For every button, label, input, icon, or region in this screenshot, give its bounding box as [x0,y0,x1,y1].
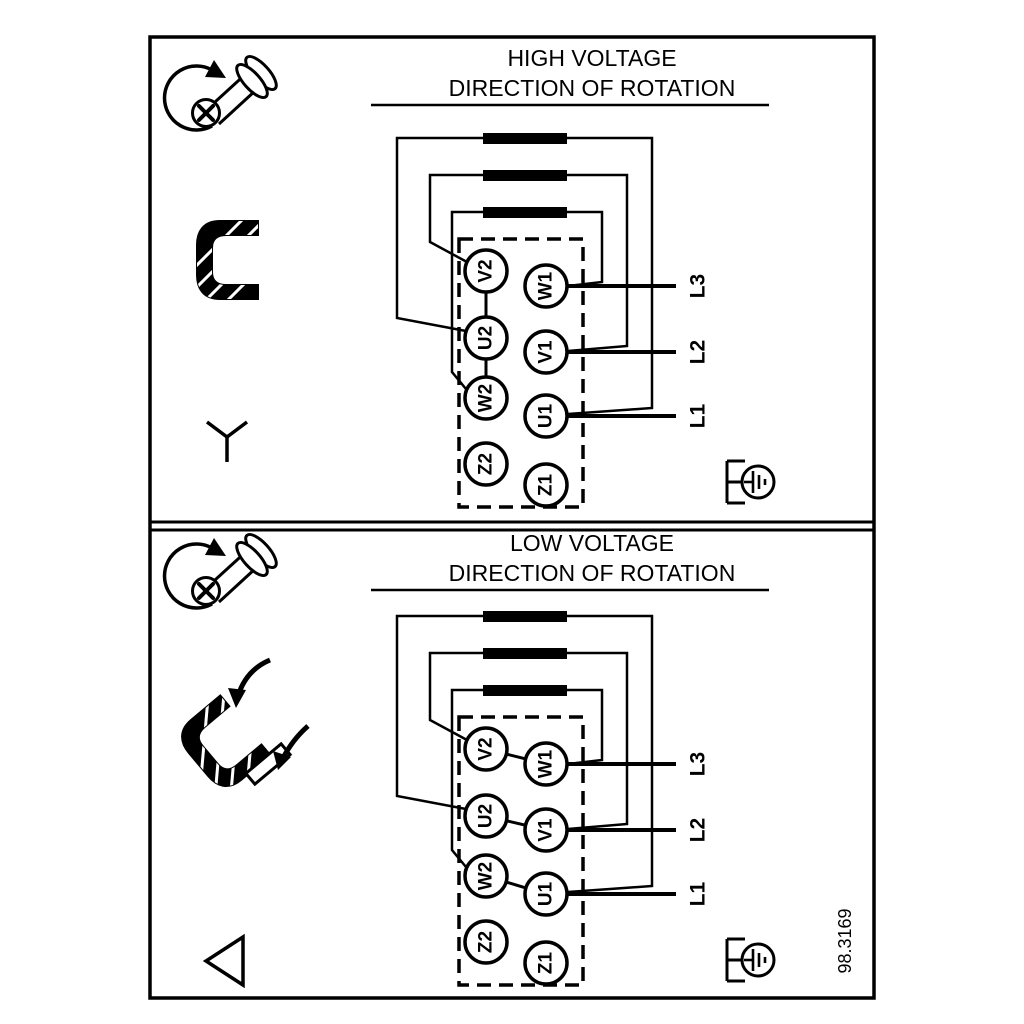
terminal-label: U2 [476,326,497,350]
supply-line-label: L2 [687,818,710,843]
supply-line-label: L3 [687,752,710,777]
panel-low-voltage: LOW VOLTAGE DIRECTION OF ROTATION V2 U2 … [132,528,855,989]
star-connection-icon [205,420,249,462]
delta-connection-icon [202,933,245,989]
terminal-label: U1 [536,403,557,428]
terminal-label: Z2 [476,453,497,475]
terminal-label: W1 [536,271,557,300]
supply-line-label: L2 [687,340,710,365]
panel-title: LOW VOLTAGE [510,530,674,556]
panel-subtitle: DIRECTION OF ROTATION [449,75,736,101]
supply-line-label: L1 [687,403,710,428]
terminal-label: W2 [476,384,497,413]
terminal-label: V2 [476,259,497,282]
link-reposition-icon [132,651,323,834]
diagram-border [148,35,876,1000]
terminal-label: W1 [536,749,557,778]
panel-high-voltage: HIGH VOLTAGE DIRECTION OF ROTATION V2 U2… [150,45,776,509]
panel-subtitle: DIRECTION OF ROTATION [449,560,736,586]
terminal-label: V2 [476,737,497,760]
terminal-label: U1 [536,881,557,906]
terminal-label: Z1 [536,951,557,974]
terminal-label: V1 [536,340,557,364]
supply-line-label: L3 [687,274,710,299]
terminal-label: V1 [536,818,557,842]
supply-line-label: L1 [687,881,710,906]
panel-title: HIGH VOLTAGE [507,45,676,71]
figure-number: 98.3169 [835,908,855,973]
terminal-label: Z2 [476,931,497,953]
terminal-label: U2 [476,804,497,828]
terminal-label: W2 [476,862,497,891]
terminal-label: Z1 [536,473,557,496]
